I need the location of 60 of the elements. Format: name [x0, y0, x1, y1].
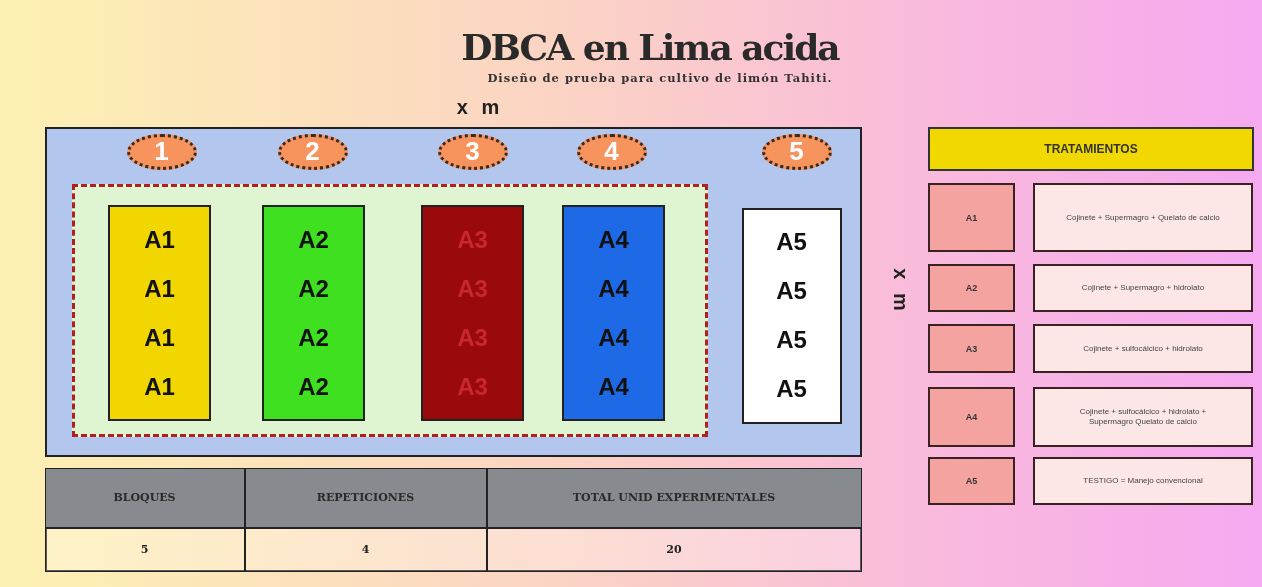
treatment-label: A5: [776, 326, 807, 354]
treatment-description: Cojinete + Supermagro + hidrolato: [1081, 283, 1205, 293]
treatment-label: A4: [598, 225, 629, 254]
treatment-description-box: [1033, 264, 1253, 312]
treatment-label: A4: [598, 372, 629, 401]
treatment-description: TESTIGO = Manejo convencional: [1083, 476, 1203, 486]
treatment-label: A1: [965, 212, 978, 223]
subtitle: Diseño de prueba para cultivo de limón Tahiti.: [486, 71, 834, 85]
block-number: 2: [305, 136, 320, 167]
treatment-label: A2: [298, 323, 329, 352]
treatment-code-box: [928, 183, 1015, 252]
treatment-description-box: [1033, 183, 1253, 252]
treatment-label: A5: [965, 476, 978, 486]
dimension-label: x m: [888, 267, 912, 317]
treatment-label: A1: [144, 323, 175, 352]
treatment-code-box: [928, 264, 1015, 312]
plot-column: [262, 205, 365, 421]
treatment-description: Cojinete + sulfocálcico + hidrolato: [1083, 343, 1203, 354]
table-header-cell: REPETICIONES: [244, 467, 487, 528]
table-cell: 20: [486, 527, 862, 572]
treatment-label: A3: [965, 343, 978, 354]
treatments-header: [928, 127, 1254, 171]
treatment-label: A2: [298, 274, 329, 303]
treatment-label: A4: [598, 274, 629, 303]
treatment-label: A1: [144, 274, 175, 303]
treatment-description: Cojinete + sulfocálcico + hidrolato + Supermagro Quelato de calcio: [1078, 407, 1208, 427]
treatment-label: A4: [965, 412, 978, 422]
title: DBCA en Lima acida: [460, 26, 841, 68]
treatment-description-box: [1033, 457, 1253, 505]
table-cell: 5: [44, 527, 245, 572]
treatment-label: A5: [776, 375, 807, 403]
block-number: 4: [604, 136, 619, 167]
block-number: 1: [154, 136, 169, 167]
table-header-cell: BLOQUES: [44, 467, 245, 528]
treatment-label: A1: [144, 372, 175, 401]
treatment-description-box: [1033, 387, 1253, 447]
dimension-label: x m: [455, 96, 505, 119]
block-number: 3: [465, 136, 480, 167]
treatment-description: Cojinete + Supermagro + Quelato de calcio: [1066, 212, 1220, 223]
treatment-label: A4: [598, 323, 629, 352]
treatment-code-box: [928, 387, 1015, 447]
treatment-code-box: [928, 457, 1015, 505]
treatment-label: TRATAMIENTOS: [1044, 142, 1138, 156]
treatment-label: A1: [144, 225, 175, 254]
experimental-area: [71, 183, 708, 437]
plot-column: [562, 205, 665, 421]
treatment-label: A2: [298, 372, 329, 401]
treatment-label: A2: [298, 225, 329, 254]
plot-column: [741, 207, 842, 424]
treatment-label: A5: [776, 277, 807, 305]
field-panel: [45, 127, 862, 457]
table-cell: 4: [244, 527, 487, 572]
block-number: 5: [789, 136, 804, 167]
table-header-cell: TOTAL UNID EXPERIMENTALES: [486, 467, 862, 528]
treatment-label: A2: [965, 283, 978, 293]
treatment-code-box: [928, 324, 1015, 373]
plot-column: [421, 205, 524, 421]
treatment-description-box: [1033, 324, 1253, 373]
treatment-label: A5: [776, 228, 807, 256]
plot-column: [108, 205, 211, 421]
